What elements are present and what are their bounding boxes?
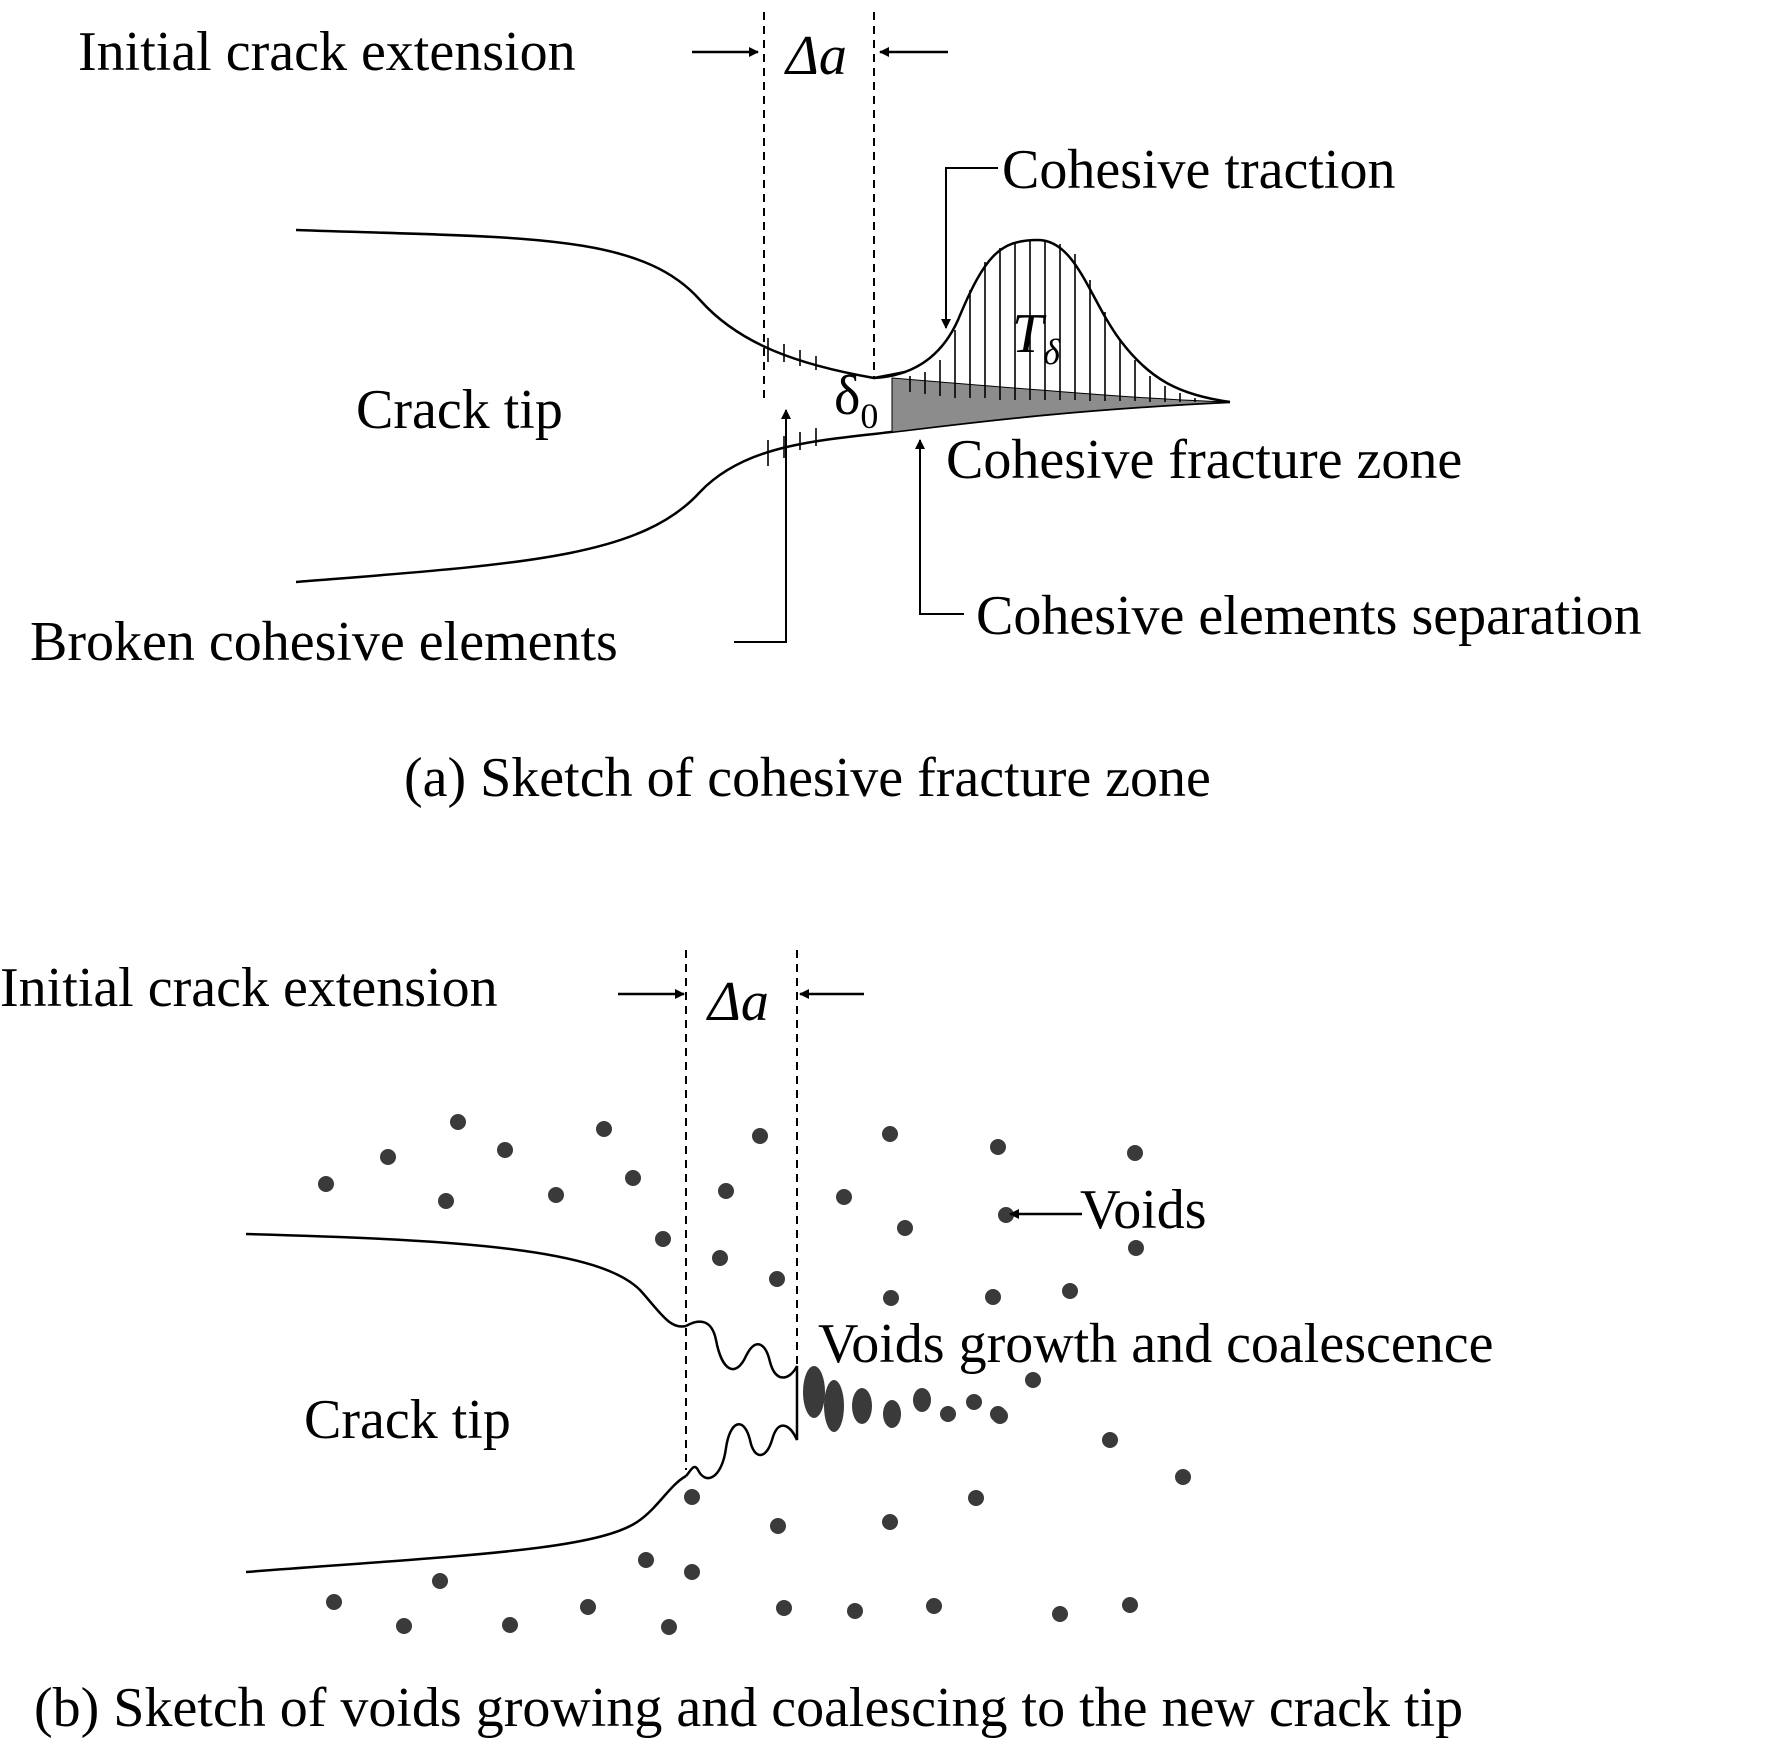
void	[596, 1121, 612, 1137]
void	[752, 1128, 768, 1144]
void	[432, 1573, 448, 1589]
void	[712, 1250, 728, 1266]
broken-cohesive-elements-label-a: Broken cohesive elements	[30, 611, 618, 673]
void	[380, 1149, 396, 1165]
void	[966, 1394, 982, 1410]
void	[1175, 1469, 1191, 1485]
traction-hatching-a	[767, 240, 1196, 466]
void	[847, 1603, 863, 1619]
coalescing-void	[803, 1366, 825, 1418]
delta-a-label-b: Δa	[706, 971, 769, 1033]
void	[1128, 1240, 1144, 1256]
void	[883, 1290, 899, 1306]
void	[882, 1514, 898, 1530]
traction-curve-a	[873, 238, 1231, 404]
void	[684, 1489, 700, 1505]
void	[882, 1126, 898, 1142]
void	[1127, 1145, 1143, 1161]
cohesive-fracture-zone-label-a: Cohesive fracture zone	[946, 429, 1462, 491]
coalescing-void	[913, 1388, 931, 1412]
coalescing-void	[852, 1388, 872, 1424]
void	[897, 1220, 913, 1236]
caption-b: (b) Sketch of voids growing and coalesci…	[34, 1677, 1463, 1739]
cohesive-elements-separation-label-a: Cohesive elements separation	[976, 585, 1642, 647]
delta-a-label-a: Δa	[784, 25, 847, 87]
crack-tip-label-a: Crack tip	[356, 379, 563, 441]
t-delta-symbol-a: Tδ	[1012, 303, 1061, 372]
void	[990, 1139, 1006, 1155]
wavy-crack-tip-b	[685, 1320, 799, 1480]
cohesive-zone-shading-a	[891, 377, 1231, 433]
coalescing-voids-b	[803, 1366, 1006, 1432]
void	[497, 1142, 513, 1158]
void	[769, 1271, 785, 1287]
void	[770, 1518, 786, 1534]
void	[684, 1564, 700, 1580]
void	[438, 1193, 454, 1209]
lower-crack-face-b	[245, 1474, 687, 1574]
void	[580, 1599, 596, 1615]
void	[926, 1598, 942, 1614]
void	[655, 1231, 671, 1247]
void	[776, 1600, 792, 1616]
panel-a: Initial crack extension Δa	[30, 12, 1642, 809]
void	[450, 1114, 466, 1130]
voids-growth-label-b: Voids growth and coalescence	[818, 1313, 1493, 1375]
void	[661, 1619, 677, 1635]
delta-zero-symbol-a: δ0	[834, 365, 878, 436]
panel-b: Initial crack extension Δa	[0, 950, 1493, 1739]
void	[968, 1490, 984, 1506]
coalescing-void	[824, 1380, 844, 1432]
crack-tip-label-b: Crack tip	[304, 1389, 511, 1451]
void	[718, 1183, 734, 1199]
void	[940, 1406, 956, 1422]
void	[326, 1594, 342, 1610]
cohesive-traction-leader-a	[941, 167, 998, 329]
void	[1052, 1606, 1068, 1622]
coalescing-void	[883, 1400, 901, 1428]
void	[396, 1618, 412, 1634]
void	[502, 1617, 518, 1633]
initial-crack-extension-label-b: Initial crack extension	[0, 957, 498, 1019]
cohesive-traction-label-a: Cohesive traction	[1002, 139, 1395, 201]
upper-crack-face-a	[295, 228, 906, 380]
void	[836, 1189, 852, 1205]
voids-field-b	[318, 1114, 1191, 1635]
void	[990, 1406, 1006, 1422]
void	[318, 1176, 334, 1192]
void	[985, 1289, 1001, 1305]
void	[638, 1552, 654, 1568]
broken-elements-leader-a	[734, 409, 791, 643]
initial-crack-extension-label-a: Initial crack extension	[78, 21, 576, 83]
voids-label-b: Voids	[1080, 1179, 1207, 1241]
separation-leader-a	[915, 439, 964, 615]
void	[1122, 1597, 1138, 1613]
upper-crack-face-b	[245, 1232, 687, 1328]
void	[548, 1187, 564, 1203]
void	[1062, 1283, 1078, 1299]
void	[1025, 1372, 1041, 1388]
void	[1102, 1432, 1118, 1448]
caption-a: (a) Sketch of cohesive fracture zone	[404, 747, 1211, 809]
void	[625, 1170, 641, 1186]
